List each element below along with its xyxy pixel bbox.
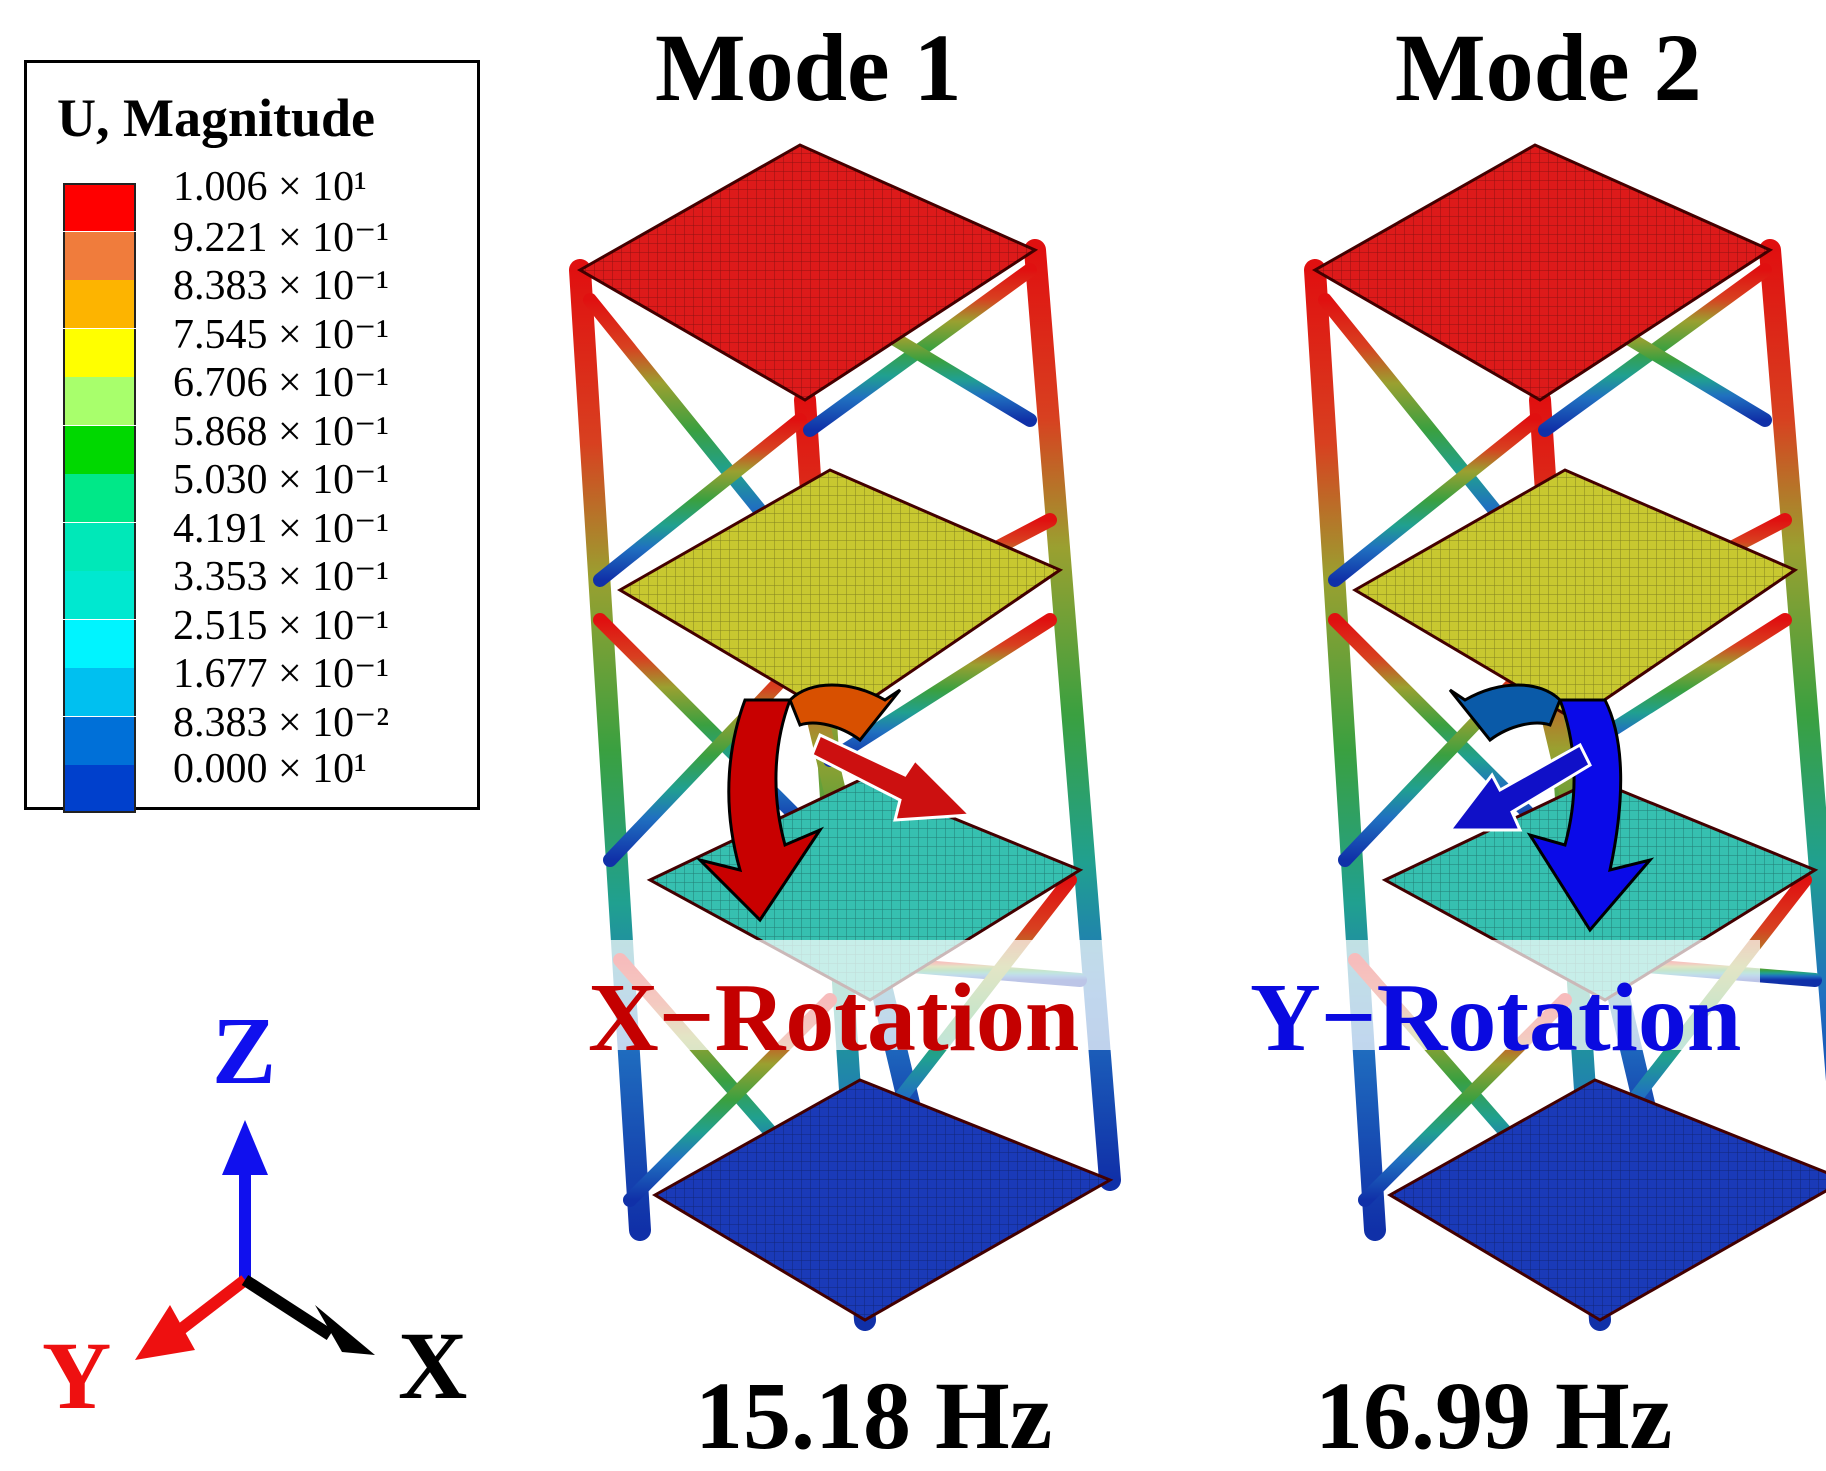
mode-2-rotation-label: Y−Rotation xyxy=(1250,964,1742,1072)
x-axis-arrow-icon xyxy=(241,1274,334,1341)
x-arrowhead-icon xyxy=(315,1305,375,1355)
legend-label: 0.000 × 10¹ xyxy=(173,746,367,792)
legend-swatch xyxy=(63,328,136,377)
legend-label: 8.383 × 10⁻² xyxy=(173,699,389,746)
legend-swatch xyxy=(63,522,136,571)
legend-label: 1.006 × 10¹ xyxy=(173,164,367,210)
base-plate-mesh xyxy=(655,1080,1110,1320)
z-arrowhead-icon xyxy=(222,1120,268,1175)
upper-plate-mesh xyxy=(620,470,1060,720)
top-plate-mesh xyxy=(1315,145,1770,400)
legend-label: 5.030 × 10⁻¹ xyxy=(173,457,389,503)
z-axis-label: Z xyxy=(212,997,277,1104)
base-plate-mesh xyxy=(1390,1080,1826,1320)
legend-label: 9.221 × 10⁻¹ xyxy=(173,214,389,261)
legend-swatch xyxy=(63,668,136,716)
legend-swatch xyxy=(63,474,136,522)
legend-label: 5.868 × 10⁻¹ xyxy=(173,408,389,455)
mode-2-frequency: 16.99 Hz xyxy=(1315,1362,1673,1469)
legend-label: 4.191 × 10⁻¹ xyxy=(173,505,389,552)
curved-arrow-icon xyxy=(695,698,825,923)
y-axis-arrow-icon xyxy=(176,1275,249,1335)
straight-arrow-icon xyxy=(810,732,974,822)
tower-brace xyxy=(823,613,1057,767)
tower-brace xyxy=(1328,413,1542,587)
legend-swatch xyxy=(63,765,136,813)
legend-swatch xyxy=(63,571,136,619)
upper-plate-mesh xyxy=(1355,470,1795,720)
mode-1-frequency: 15.18 Hz xyxy=(695,1362,1053,1469)
tower-brace xyxy=(593,413,807,587)
legend-label: 8.383 × 10⁻¹ xyxy=(173,263,389,309)
legend-label: 3.353 × 10⁻¹ xyxy=(173,554,389,600)
tower-leg xyxy=(1759,239,1826,1082)
tower-leg xyxy=(1304,259,1386,1241)
mode-1-title: Mode 1 xyxy=(655,14,962,121)
legend-swatch xyxy=(63,619,136,668)
top-plate-mesh xyxy=(580,145,1035,400)
curved-arrow-icon xyxy=(1526,698,1655,933)
tower-brace xyxy=(603,643,817,867)
straight-arrow-icon xyxy=(1446,742,1592,832)
tower-leg xyxy=(569,259,651,1241)
coordinate-triad xyxy=(135,1120,375,1360)
legend-swatch xyxy=(63,183,136,231)
legend-label: 1.677 × 10⁻¹ xyxy=(173,651,389,697)
legend-swatch xyxy=(63,425,136,474)
y-rotation-arrow xyxy=(1446,683,1655,933)
legend-swatch xyxy=(63,280,136,328)
legend-label: 2.515 × 10⁻¹ xyxy=(173,602,389,649)
y-axis-label: Y xyxy=(42,1322,112,1429)
curved-arrow-head-icon xyxy=(1448,683,1562,743)
mode-1-rotation-label: X−Rotation xyxy=(588,964,1080,1072)
legend-label: 6.706 × 10⁻¹ xyxy=(173,360,389,406)
legend-label: 7.545 × 10⁻¹ xyxy=(173,311,389,358)
curved-arrow-head-icon xyxy=(788,683,902,743)
label-backdrop-band xyxy=(560,940,1760,1050)
y-arrowhead-icon xyxy=(135,1305,195,1360)
x-axis-label: X xyxy=(398,1312,468,1419)
legend-swatch xyxy=(63,377,136,425)
x-rotation-arrow xyxy=(695,683,974,923)
legend-title: U, Magnitude xyxy=(57,88,376,148)
legend-swatch xyxy=(63,716,136,765)
legend-swatch xyxy=(63,231,136,280)
mode-2-title: Mode 2 xyxy=(1395,14,1702,121)
